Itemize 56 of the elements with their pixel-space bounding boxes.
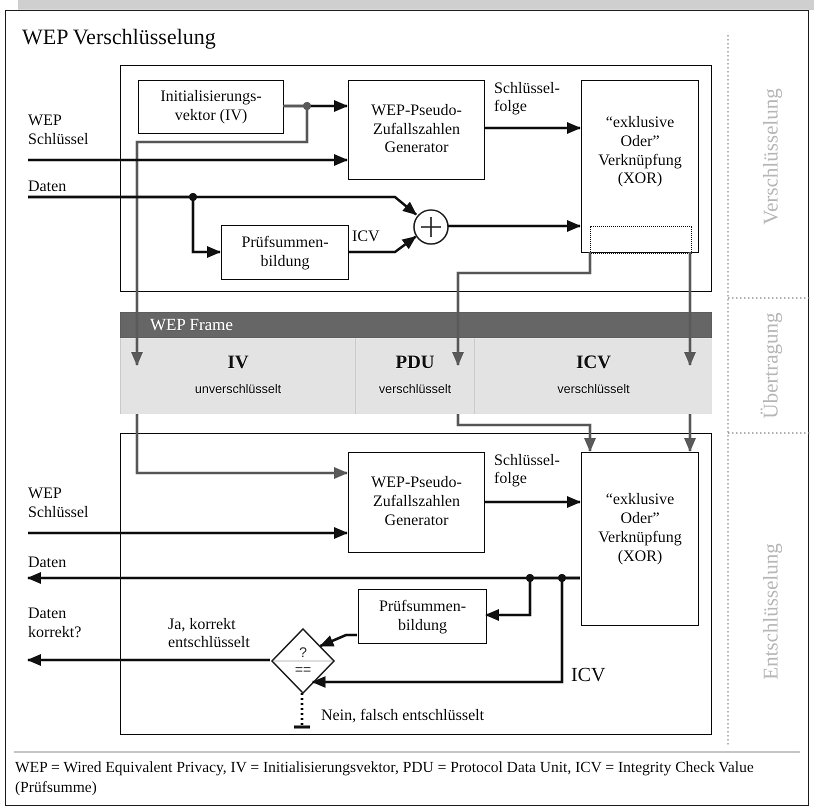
output-label: Daten (28, 553, 88, 578)
field-note: unverschlüsselt (194, 380, 282, 398)
box-label: Initialisierungs- vektor (IV) (159, 88, 263, 126)
input-label: WEP Schlüssel (28, 484, 112, 533)
box-label: WEP-Pseudo- Zufallszahlen Generator (370, 102, 463, 158)
arrow (452, 252, 592, 366)
decision-symbol: == (294, 661, 312, 678)
note-label: Nein, falsch entschlüsselt (297, 706, 547, 731)
box-label: “exklusive Oder” Verknüpfung (XOR) (597, 114, 683, 190)
arrow (456, 414, 596, 452)
dashed-connector (292, 693, 312, 728)
group-box (120, 65, 712, 292)
footnote: WEP = Wired Equivalent Privacy, IV = Initialisierungsvektor, PDU = Protocol Data Unit, ICV = Integrity Check Value (Prüfsumme) (15, 758, 755, 798)
arrow (448, 220, 581, 232)
arrow (28, 527, 348, 539)
field-note: verschlüsselt (378, 380, 452, 398)
input-label: Daten (28, 177, 88, 197)
box-label: WEP-Pseudo- Zufallszahlen Generator (370, 474, 463, 531)
process-box (581, 452, 699, 626)
box-label: Prüfsummen- bildung (240, 234, 330, 272)
arrow (319, 634, 357, 648)
field-note: verschlüsselt (557, 380, 630, 398)
box-label: “exklusive Oder” Verknüpfung (XOR) (597, 491, 683, 567)
process-box (221, 225, 349, 280)
decision-diamond (271, 628, 335, 694)
field-title: ICV (576, 352, 611, 375)
arrow (684, 414, 696, 452)
arrow (28, 196, 221, 258)
process-box (358, 589, 487, 644)
field-title: IV (227, 352, 249, 375)
dotted-region (590, 226, 692, 254)
section-label: Verschlüsselung (758, 87, 784, 227)
group-box (120, 433, 712, 735)
section-label: Entschlüsselung (758, 542, 784, 682)
arrow (484, 496, 581, 508)
frame-panel: WEP Frame IV unverschlüsselt PDU verschlüsselt ICV verschlüsselt (120, 312, 712, 414)
arrow (312, 576, 580, 688)
decision-symbol: ? (299, 644, 307, 661)
box-label: Prüfsummen- bildung (378, 598, 468, 636)
process-box (348, 80, 485, 180)
input-label: WEP Schlüssel (28, 111, 112, 160)
arrow (27, 654, 270, 666)
section-label: Übertragung (758, 311, 784, 421)
arrow (484, 122, 581, 134)
arrow (131, 104, 308, 366)
sum-circle (413, 209, 449, 245)
arrow (136, 414, 348, 479)
process-box (138, 80, 284, 134)
process-box (348, 452, 485, 553)
output-label: Daten korrekt? (28, 604, 100, 660)
arrow (28, 154, 348, 166)
field-title: PDU (395, 352, 435, 375)
arrow (684, 252, 696, 366)
process-box (581, 80, 699, 253)
diagram-title: WEP Verschlüsselung (22, 24, 216, 50)
arrow (348, 236, 416, 254)
